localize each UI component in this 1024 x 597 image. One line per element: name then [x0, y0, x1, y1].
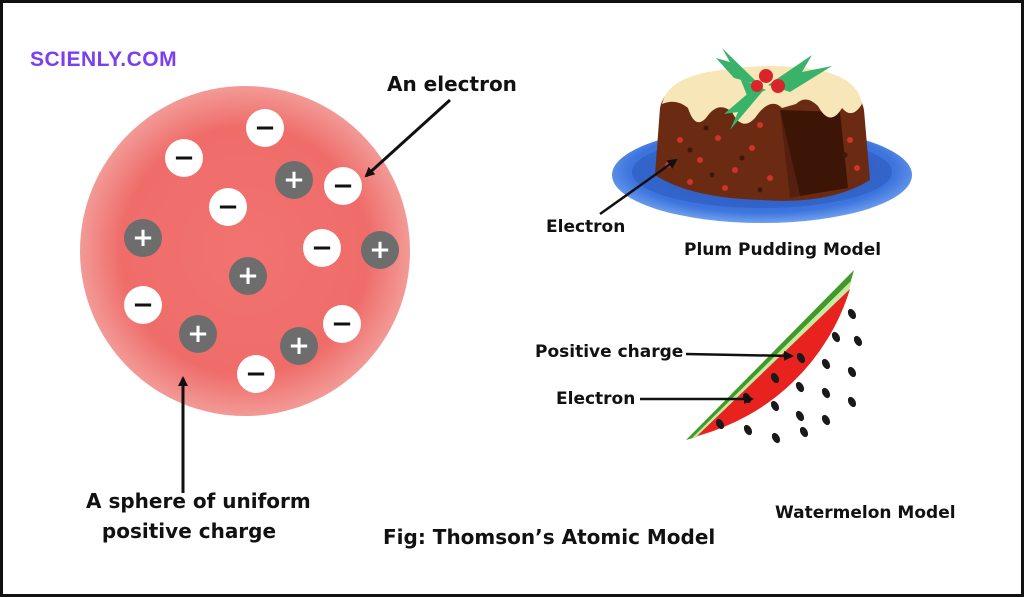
watermelon-model-title: Watermelon Model — [775, 503, 956, 523]
electron-particle: − — [237, 355, 275, 393]
plum-pudding-title: Plum Pudding Model — [684, 240, 882, 260]
sphere-label-line1: A sphere of uniform — [86, 489, 311, 513]
proton-symbol: + — [283, 165, 305, 195]
proton-symbol: + — [132, 223, 154, 253]
electron-circle — [209, 188, 247, 226]
electron-particle: − — [324, 167, 362, 205]
electron-circle — [165, 139, 203, 177]
electron-symbol: − — [311, 233, 333, 263]
watermelon-seed — [771, 432, 781, 444]
watermelon-seed — [847, 396, 857, 408]
proton-symbol: + — [187, 319, 209, 349]
proton-circle — [229, 257, 267, 295]
positive-charge-arrow — [685, 350, 794, 361]
electron-particle: − — [323, 305, 361, 343]
figure-caption: Fig: Thomson’s Atomic Model — [383, 525, 716, 549]
watermelon-seed — [847, 366, 857, 378]
pudding-icing — [662, 66, 862, 124]
watermelon-seed — [770, 372, 780, 384]
proton-particle: + — [275, 161, 313, 199]
watermelon-seed — [821, 358, 831, 370]
watermelon-electron-label: Electron — [556, 389, 636, 409]
proton-circle — [124, 219, 162, 257]
electron-particle: − — [209, 188, 247, 226]
electron-symbol: − — [245, 359, 267, 389]
proton-particle: + — [124, 219, 162, 257]
plum-pudding-illustration — [612, 48, 912, 223]
proton-symbol: + — [369, 235, 391, 265]
proton-particle: + — [179, 315, 217, 353]
pudding-electron-label: Electron — [546, 217, 626, 237]
watermelon-seed — [795, 410, 805, 422]
electron-symbol: − — [331, 309, 353, 339]
proton-circle — [179, 315, 217, 353]
electron-label: An electron — [387, 72, 517, 96]
watermelon-seed — [715, 418, 725, 430]
proton-particle: + — [361, 231, 399, 269]
watermelon-seed — [831, 331, 841, 343]
watermelon-seed — [743, 424, 753, 436]
sphere-label-line2: positive charge — [101, 519, 277, 543]
electron-particle: − — [124, 286, 162, 324]
pudding-fruit-specks — [665, 122, 860, 191]
electron-particle: − — [246, 109, 284, 147]
positive-charge-label: Positive charge — [535, 342, 684, 362]
proton-symbol: + — [288, 331, 310, 361]
electron-particle: − — [303, 229, 341, 267]
pudding-electron-arrow — [599, 158, 678, 216]
proton-circle — [280, 327, 318, 365]
watermelon-seed — [799, 426, 809, 438]
electron-pointer-arrow — [364, 98, 452, 178]
electron-symbol: − — [217, 192, 239, 222]
electron-circle — [324, 167, 362, 205]
electron-symbol: − — [332, 171, 354, 201]
electron-circle — [237, 355, 275, 393]
proton-circle — [361, 231, 399, 269]
watermelon-seed — [796, 352, 806, 364]
watermelon-seed — [770, 400, 780, 412]
electron-circle — [323, 305, 361, 343]
electron-symbol: − — [173, 143, 195, 173]
watermelon-seed — [821, 387, 831, 399]
watermelon-seed — [853, 335, 863, 347]
electron-circle — [246, 109, 284, 147]
electron-circle — [124, 286, 162, 324]
watermelon-seed — [821, 414, 831, 426]
proton-symbol: + — [237, 261, 259, 291]
particles-group: −−−−−−−−++++++ — [124, 109, 399, 393]
electron-circle — [303, 229, 341, 267]
electron-symbol: − — [132, 290, 154, 320]
proton-particle: + — [280, 327, 318, 365]
watermelon-seed — [847, 308, 857, 320]
electron-particle: − — [165, 139, 203, 177]
sphere-label: A sphere of uniform positive charge — [86, 486, 311, 546]
brand-logo: SCIENLY.COM — [30, 48, 178, 71]
proton-particle: + — [229, 257, 267, 295]
electron-symbol: − — [254, 113, 276, 143]
watermelon-seed — [795, 381, 805, 393]
proton-circle — [275, 161, 313, 199]
